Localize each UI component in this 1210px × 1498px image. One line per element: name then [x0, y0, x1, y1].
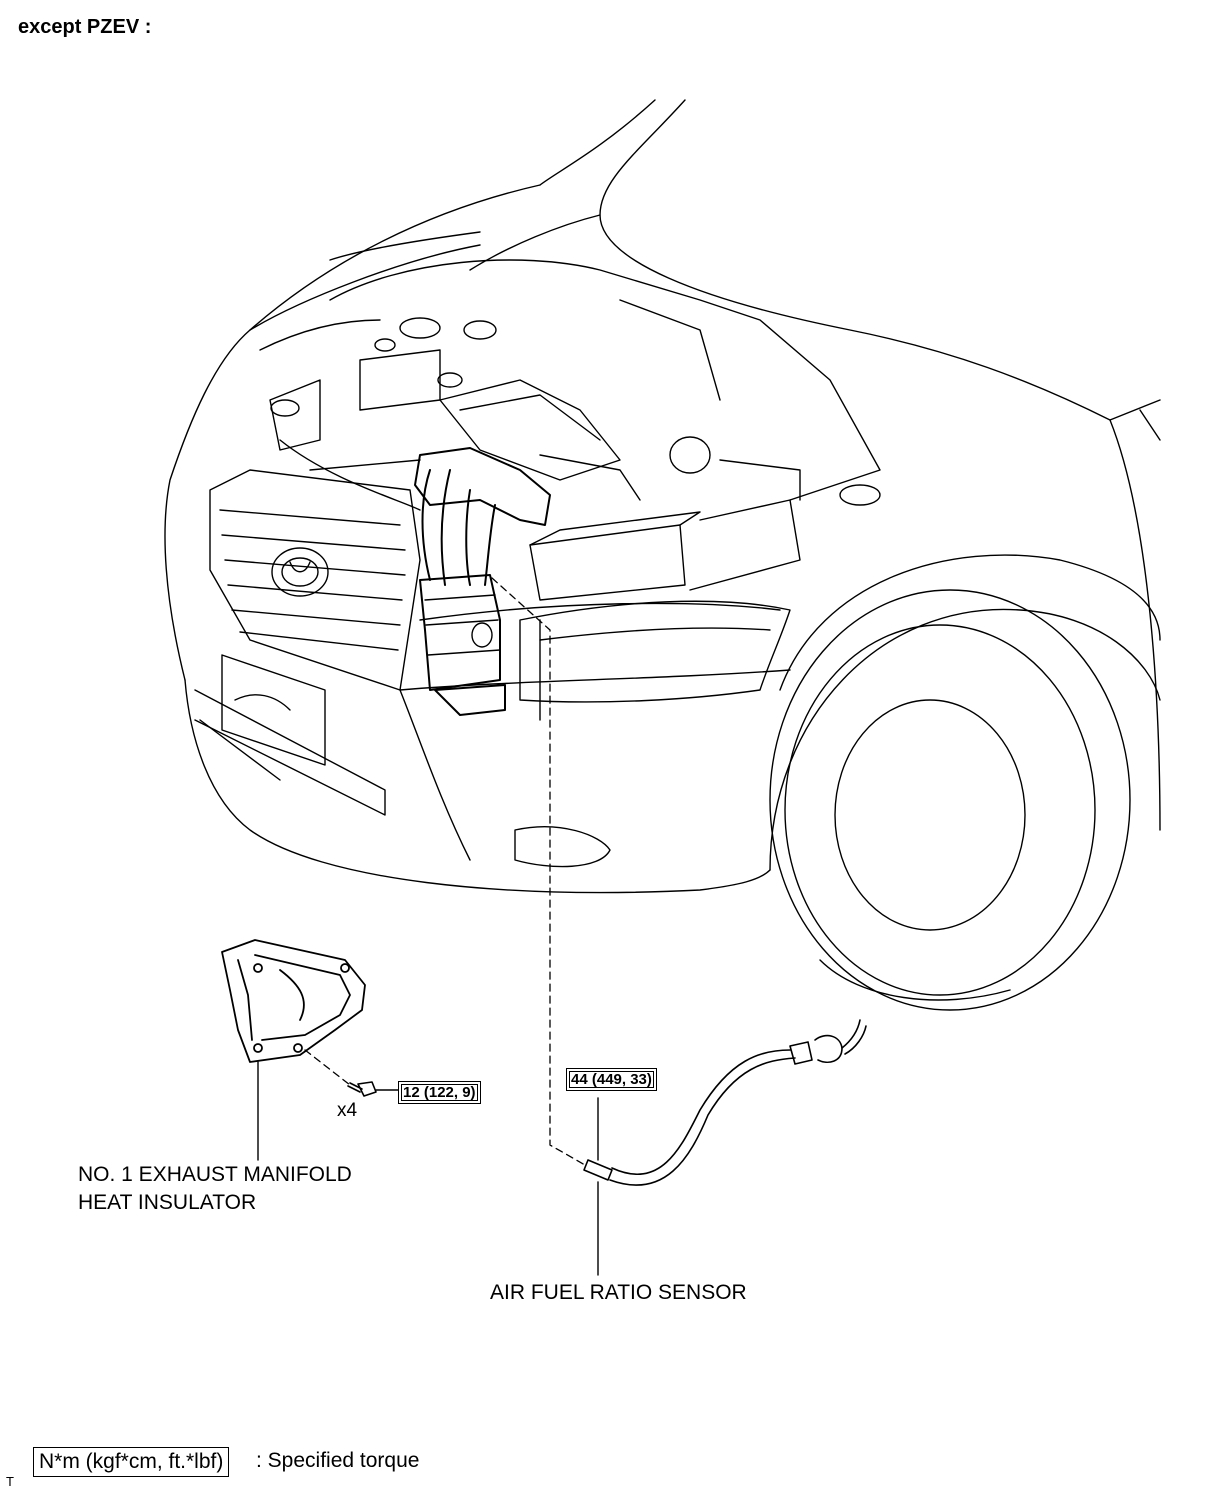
page-title: except PZEV :: [18, 16, 152, 38]
air-fuel-ratio-sensor-part: [583, 1019, 867, 1276]
front-bumper: [194, 602, 791, 868]
sensor-label: AIR FUEL RATIO SENSOR: [490, 1281, 747, 1304]
vehicle-body-outline: [164, 99, 1161, 894]
engine-bay: [259, 259, 881, 601]
front-grille: [209, 469, 421, 691]
leader-lines: [304, 577, 586, 1166]
corner-mark: T: [6, 1474, 14, 1489]
headlight: [519, 600, 791, 703]
heat-insulator-part: [221, 939, 366, 1161]
exhaust-manifold: [414, 447, 551, 721]
heat-insulator-label-line1: NO. 1 EXHAUST MANIFOLD: [78, 1163, 352, 1186]
front-wheel: [769, 554, 1161, 1011]
torque-legend-description: : Specified torque: [256, 1449, 420, 1472]
bolt-quantity-label: x4: [337, 1100, 358, 1121]
heat-insulator-bolt-torque-callout: 12 (122, 9): [398, 1081, 481, 1104]
bolt-part: [347, 1081, 399, 1097]
sensor-torque-callout: 44 (449, 33): [566, 1068, 657, 1091]
torque-unit-legend-box: N*m (kgf*cm, ft.*lbf): [33, 1447, 230, 1477]
heat-insulator-label-line2: HEAT INSULATOR: [78, 1191, 257, 1214]
